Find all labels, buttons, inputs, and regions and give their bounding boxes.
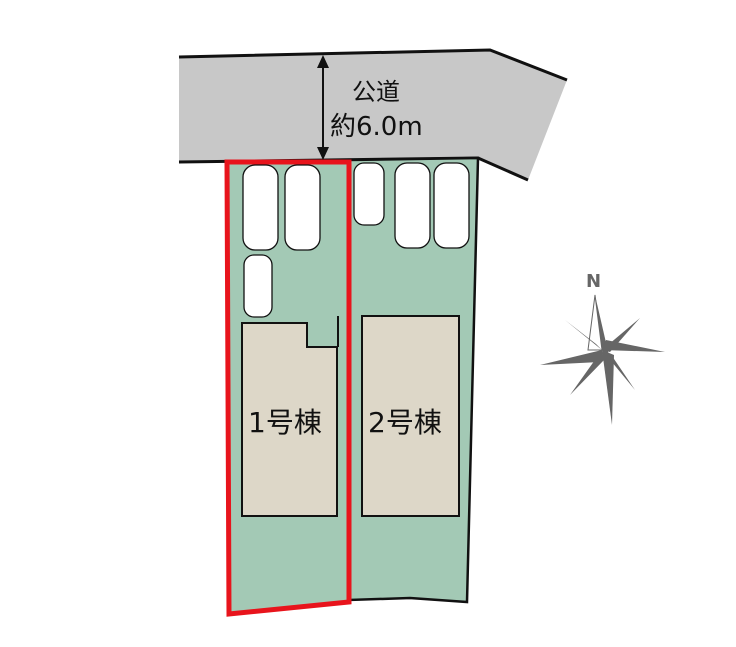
lot-1-highlight-border xyxy=(224,159,352,617)
road-name: 公道 xyxy=(352,78,400,106)
building-2 xyxy=(361,315,460,517)
road-width: 約6.0m xyxy=(330,112,423,142)
compass-rose-icon: N xyxy=(540,271,665,425)
compass-north-label: N xyxy=(586,271,601,292)
car-icons xyxy=(242,162,470,318)
public-road xyxy=(179,50,567,180)
lot-1-label: 1号棟 xyxy=(248,406,322,439)
lot-2-label: 2号棟 xyxy=(368,406,442,439)
